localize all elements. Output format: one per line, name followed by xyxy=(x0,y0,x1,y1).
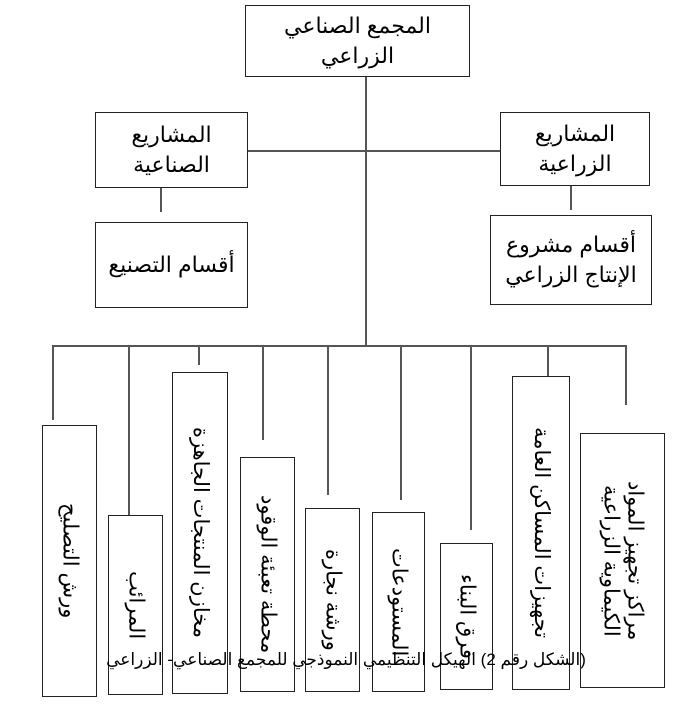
connector-units-horizontal xyxy=(52,345,626,347)
industrial-projects-label: المشاريع الصناعية xyxy=(131,122,212,177)
unit-label: محطة تعبئة الوقود xyxy=(256,495,280,654)
unit-label: المستودعات xyxy=(387,547,411,657)
connector-projects-horizontal xyxy=(248,150,500,152)
unit-carpentry-workshop: ورشة نجارة xyxy=(305,508,360,692)
connector-unit-8 xyxy=(547,345,549,378)
unit-label: مراكز تجهيز المواد الكيماوية الزراعية xyxy=(599,480,647,641)
agricultural-projects-node: المشاريع الزراعية xyxy=(500,112,650,186)
unit-warehouses: المستودعات xyxy=(372,512,425,692)
connector-unit-7 xyxy=(470,345,472,530)
unit-repair-workshops: ورش التصليح xyxy=(42,425,97,697)
unit-label: المرائب xyxy=(124,570,148,640)
agricultural-projects-label: المشاريع الزراعية xyxy=(534,121,616,176)
unit-finished-goods-stores: مخازن المنتجات الجاهزة xyxy=(172,372,228,694)
connector-main-vertical xyxy=(365,77,367,345)
manufacturing-departments-node: أقسام التصنيع xyxy=(95,222,248,308)
connector-unit-3 xyxy=(198,345,200,365)
connector-unit-1 xyxy=(52,345,54,420)
unit-label: ورشة نجارة xyxy=(321,549,345,651)
unit-label: مخازن المنتجات الجاهزة xyxy=(189,427,213,639)
unit-label: فرق البناء xyxy=(455,574,479,659)
industrial-projects-node: المشاريع الصناعية xyxy=(95,112,248,188)
agri-production-departments-node: أقسام مشروع الإنتاج الزراعي xyxy=(490,215,652,305)
unit-garages: المرائب xyxy=(108,515,163,695)
unit-agrochemical-centers: مراكز تجهيز المواد الكيماوية الزراعية xyxy=(580,433,665,688)
connector-unit-5 xyxy=(327,345,329,495)
figure-caption: (الشكل رقم 2) الهيكل التنظيمي النموذجي ل… xyxy=(106,650,586,669)
unit-public-housing-equipment: تجهيزات المساكن العامة xyxy=(512,376,570,690)
connector-unit-4 xyxy=(262,345,264,440)
unit-construction-teams: فرق البناء xyxy=(440,543,493,690)
connector-agricultural-down xyxy=(570,186,572,210)
root-label: المجمع الصناعي الزراعي xyxy=(284,13,431,68)
connector-unit-9 xyxy=(625,345,627,405)
agri-production-departments-label: أقسام مشروع الإنتاج الزراعي xyxy=(505,232,637,287)
unit-label: تجهيزات المساكن العامة xyxy=(530,427,554,639)
manufacturing-departments-label: أقسام التصنيع xyxy=(108,252,235,278)
connector-unit-2 xyxy=(128,345,130,535)
connector-industrial-down xyxy=(160,188,162,212)
root-node: المجمع الصناعي الزراعي xyxy=(245,5,470,77)
connector-unit-6 xyxy=(400,345,402,500)
unit-label: ورش التصليح xyxy=(58,503,82,619)
unit-fuel-station: محطة تعبئة الوقود xyxy=(240,457,295,692)
